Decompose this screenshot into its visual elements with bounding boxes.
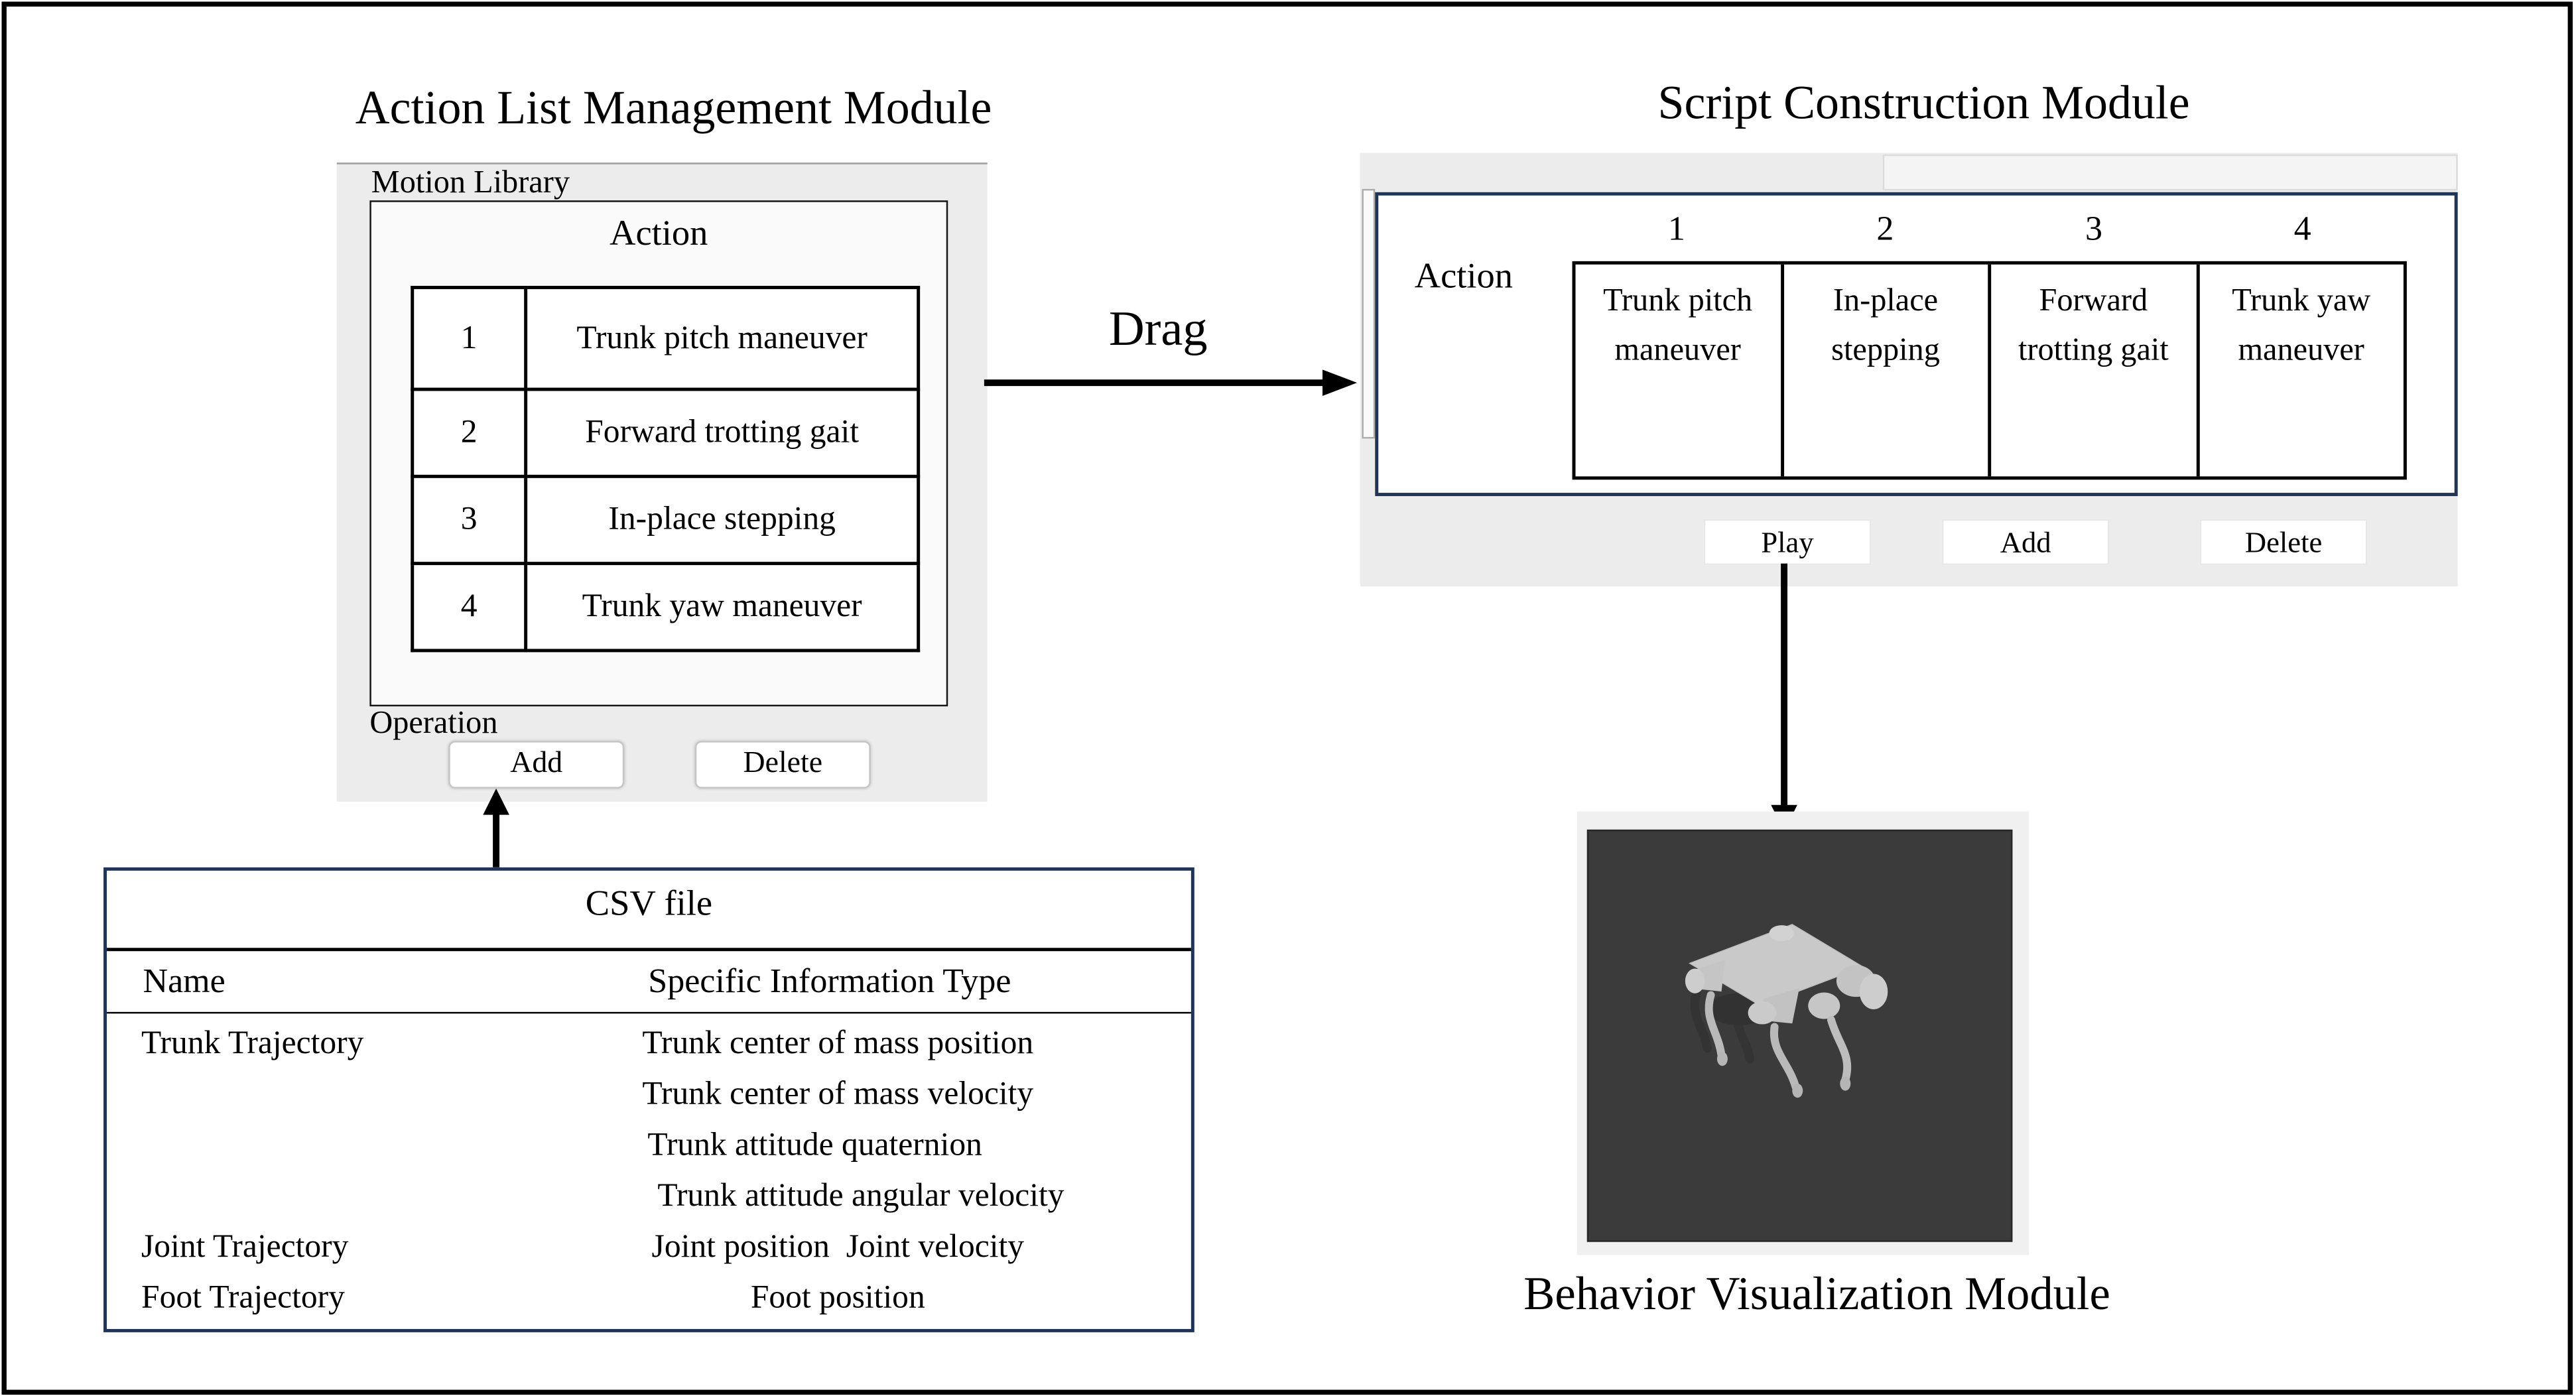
csv-row-name: Trunk Trajectory: [141, 1025, 364, 1062]
motion-row-action[interactable]: Trunk pitch maneuver: [524, 286, 921, 391]
motion-library-panel: Motion Library Action 1 Trunk pitch mane…: [336, 162, 988, 802]
motion-row-action[interactable]: Trunk yaw maneuver: [524, 562, 921, 653]
csv-header-type: Specific Information Type: [648, 961, 1011, 1001]
motion-library-groupbox: Action 1 Trunk pitch maneuver 2 Forward …: [369, 200, 948, 707]
script-cell[interactable]: In-place stepping: [1783, 264, 1992, 477]
table-row[interactable]: 3 In-place stepping: [411, 474, 921, 566]
drag-arrow-icon: [984, 369, 1358, 396]
divider: [107, 1011, 1191, 1014]
script-cells: Trunk pitch maneuver In-place stepping F…: [1572, 261, 2407, 480]
csv-to-add-arrow-icon: [483, 788, 509, 867]
drag-label: Drag: [1109, 302, 1208, 357]
robot-3d-viewport[interactable]: [1586, 829, 2013, 1242]
motion-row-index[interactable]: 2: [411, 387, 528, 478]
script-construction-panel: Action 1 2 3 4 Trunk pitch maneuver In-p…: [1360, 153, 2458, 587]
script-cell[interactable]: Forward trotting gait: [1991, 264, 2199, 477]
csv-row-type: Trunk attitude angular velocity: [657, 1178, 1064, 1214]
csv-row-name: Joint Trajectory: [141, 1228, 349, 1265]
divider: [107, 948, 1191, 952]
motion-library-table: 1 Trunk pitch maneuver 2 Forward trottin…: [411, 286, 921, 653]
csv-row-type: Trunk center of mass velocity: [642, 1076, 1034, 1112]
script-sequence-table: Action 1 2 3 4 Trunk pitch maneuver In-p…: [1375, 192, 2458, 497]
script-row-label: Action: [1414, 254, 1513, 296]
motion-delete-button[interactable]: Delete: [694, 741, 871, 789]
csv-row: Trunk attitude angular velocity: [107, 1171, 1191, 1222]
script-col-index: 3: [2085, 208, 2102, 249]
table-row[interactable]: 2 Forward trotting gait: [411, 387, 921, 478]
script-col-index: 2: [1876, 208, 1894, 249]
csv-rows: Trunk Trajectory Trunk center of mass po…: [107, 1019, 1191, 1324]
motion-row-index[interactable]: 3: [411, 474, 528, 566]
script-cell[interactable]: Trunk pitch maneuver: [1575, 264, 1783, 477]
motion-row-index[interactable]: 4: [411, 562, 528, 653]
csv-row-type: Trunk attitude quaternion: [647, 1127, 982, 1163]
csv-row: Trunk center of mass velocity: [107, 1070, 1191, 1121]
script-module-title: Script Construction Module: [1657, 77, 2190, 130]
csv-row-name: Foot Trajectory: [141, 1279, 345, 1316]
motion-library-label: Motion Library: [371, 166, 570, 201]
csv-header-name: Name: [143, 961, 225, 1001]
csv-file-box: CSV file Name Specific Information Type …: [103, 867, 1194, 1332]
csv-row: Trunk attitude quaternion: [107, 1120, 1191, 1171]
script-col-index: 4: [2293, 208, 2311, 249]
motion-row-action[interactable]: Forward trotting gait: [524, 387, 921, 478]
script-scrollbar[interactable]: [1361, 188, 1375, 439]
play-button[interactable]: Play: [1703, 519, 1872, 566]
motion-row-index[interactable]: 1: [411, 286, 528, 391]
motion-table-header: Action: [610, 212, 708, 253]
script-delete-button[interactable]: Delete: [2199, 519, 2368, 566]
script-cell[interactable]: Trunk yaw maneuver: [2232, 284, 2371, 368]
csv-row-type: Trunk center of mass position: [642, 1025, 1034, 1062]
quadruped-robot-icon: [1685, 924, 1888, 1098]
visualization-frame: [1577, 811, 2029, 1255]
script-column-numbers: 1 2 3 4: [1573, 209, 2407, 250]
motion-row-action[interactable]: In-place stepping: [524, 474, 921, 566]
action-list-module-title: Action List Management Module: [355, 82, 992, 135]
csv-row: Foot Trajectory Foot position: [107, 1273, 1191, 1324]
csv-row-type: Foot position: [750, 1279, 925, 1316]
csv-title: CSV file: [585, 882, 713, 924]
table-row[interactable]: 4 Trunk yaw maneuver: [411, 562, 921, 653]
script-toolbar-area: [1882, 154, 2458, 191]
motion-add-button[interactable]: Add: [448, 741, 625, 789]
table-row[interactable]: 1 Trunk pitch maneuver: [411, 286, 921, 391]
script-add-button[interactable]: Add: [1941, 519, 2110, 566]
csv-row: Trunk Trajectory Trunk center of mass po…: [107, 1019, 1191, 1070]
csv-row-type: Joint position Joint velocity: [651, 1228, 1025, 1265]
play-to-visualization-arrow-icon: [1771, 563, 1797, 832]
csv-row: Joint Trajectory Joint position Joint ve…: [107, 1222, 1191, 1273]
operation-label: Operation: [369, 706, 498, 741]
script-col-index: 1: [1667, 208, 1685, 249]
behavior-visualization-title: Behavior Visualization Module: [1523, 1269, 2110, 1321]
